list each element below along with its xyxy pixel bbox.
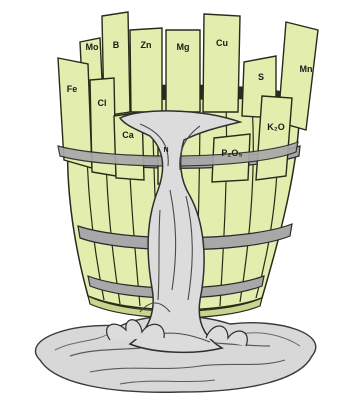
stave-k2o — [256, 96, 292, 180]
stave-label-cl: Cl — [98, 98, 107, 108]
stave-label-zn: Zn — [141, 40, 152, 50]
stave-label-s: S — [258, 72, 264, 82]
stave-label-mg: Mg — [177, 42, 190, 52]
stave-label-k2o: K₂O — [267, 122, 285, 132]
stave-cu — [203, 14, 240, 112]
stave-label-cu: Cu — [216, 38, 228, 48]
stave-label-mo: Mo — [86, 42, 99, 52]
stave-label-fe: Fe — [67, 84, 78, 94]
stave-label-ca: Ca — [122, 130, 134, 140]
stave-label-n: N — [163, 147, 168, 154]
stave-label-mn: Mn — [300, 64, 313, 74]
stave-label-p2o5: P₂O₅ — [221, 148, 242, 158]
stave-label-b: B — [113, 40, 120, 50]
